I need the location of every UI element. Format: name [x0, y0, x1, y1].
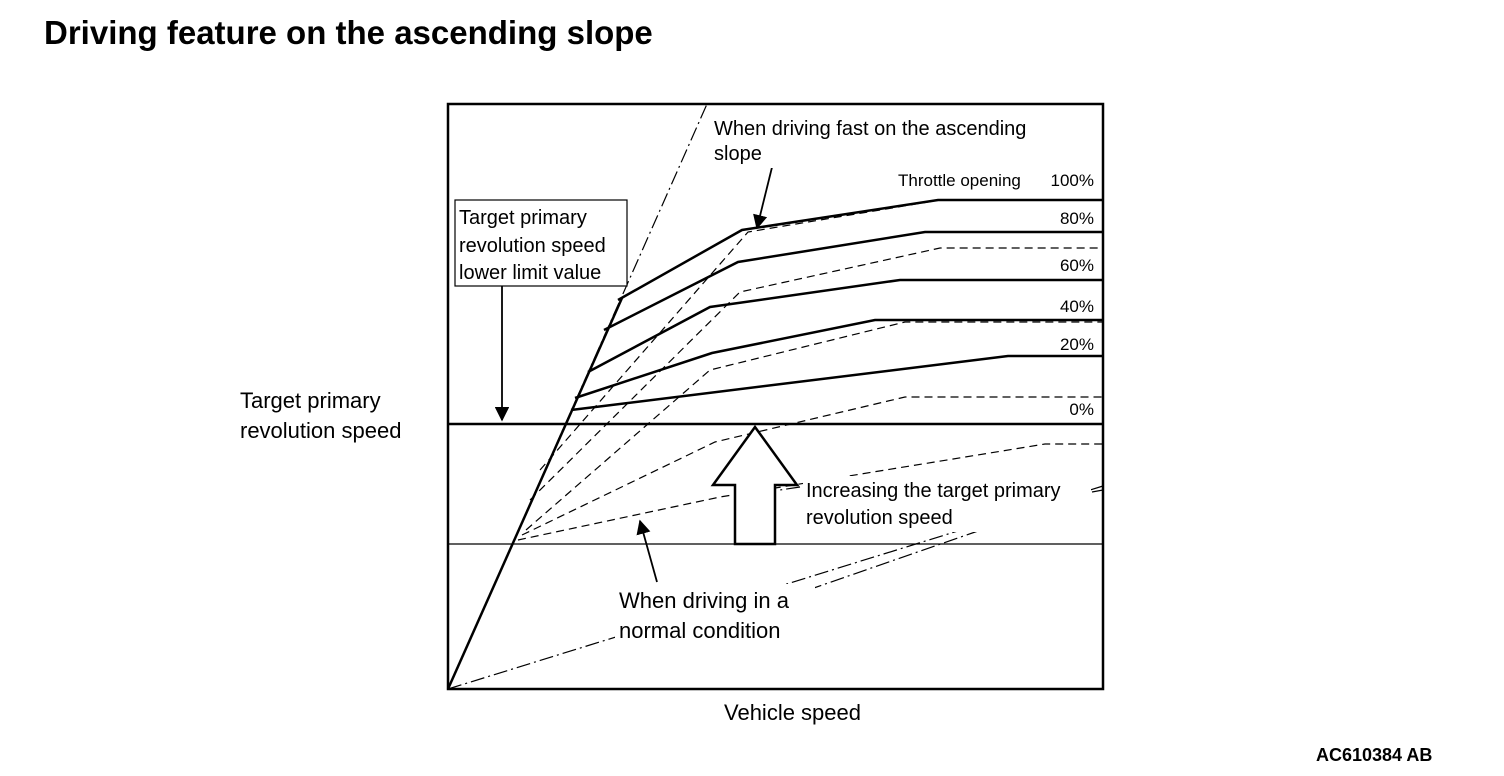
- lower-limit-text-line3: lower limit value: [459, 262, 601, 284]
- throttle-label-40: 40%: [1060, 297, 1094, 316]
- y-axis-label: Target primary revolution speed: [240, 386, 401, 446]
- normal-leader: [807, 530, 979, 591]
- slope-curve-100: [617, 198, 1103, 302]
- throttle-label-20: 20%: [1060, 335, 1094, 354]
- normal-curve-40: [521, 396, 1103, 536]
- y-axis-label-line1: Target primary: [240, 388, 381, 413]
- increase-up-arrow: [710, 424, 800, 546]
- increasing-leader: [779, 486, 801, 491]
- slope-curve-60: [587, 278, 1103, 374]
- ascending-slope-curves: [570, 198, 1103, 412]
- normal-curve-20: [517, 443, 1103, 541]
- normal-text-line2: normal condition: [619, 618, 780, 643]
- slope-curve-20: [570, 354, 1103, 412]
- normal-text-line1: When driving in a: [619, 588, 790, 613]
- normal-condition-pointer: [636, 519, 658, 583]
- slope-curve-40: [574, 318, 1103, 400]
- throttle-label-80: 80%: [1060, 209, 1094, 228]
- page-title: Driving feature on the ascending slope: [44, 14, 653, 51]
- plot-frame: [446, 102, 1105, 691]
- x-axis-label: Vehicle speed: [724, 700, 861, 725]
- fast-slope-label-bg: [711, 112, 1067, 168]
- figure-code: AC610384 AB: [1316, 745, 1433, 765]
- callout-leaders: [779, 486, 1104, 591]
- increasing-text-line1: Increasing the target primary: [806, 480, 1061, 502]
- slope-curve-80: [603, 230, 1103, 332]
- throttle-label-100: 100%: [1051, 171, 1094, 190]
- y-axis-label-line2: revolution speed: [240, 418, 402, 443]
- throttle-opening-label: Throttle opening: [898, 171, 1021, 190]
- normal-curve-60: [525, 321, 1103, 531]
- lower-limit-text-line1: Target primary: [459, 207, 587, 229]
- fast-slope-text-line1: When driving fast on the ascending: [714, 118, 1026, 140]
- lower-limit-text-line2: revolution speed: [459, 235, 606, 257]
- ascending-slope-main-line: [446, 297, 624, 690]
- normal-curve-80: [529, 247, 1103, 501]
- increasing-leader-right: [1091, 489, 1104, 493]
- fast-slope-text-line2: slope: [714, 143, 762, 165]
- lower-limit-callout-box: [454, 199, 628, 287]
- normal-label-bg: [615, 584, 815, 644]
- increasing-label-bg: [803, 476, 1091, 532]
- normal-condition-curves: [517, 199, 1103, 541]
- throttle-label-60: 60%: [1060, 256, 1094, 275]
- increasing-text-line2: revolution speed: [806, 507, 953, 529]
- throttle-label-0: 0%: [1069, 400, 1094, 419]
